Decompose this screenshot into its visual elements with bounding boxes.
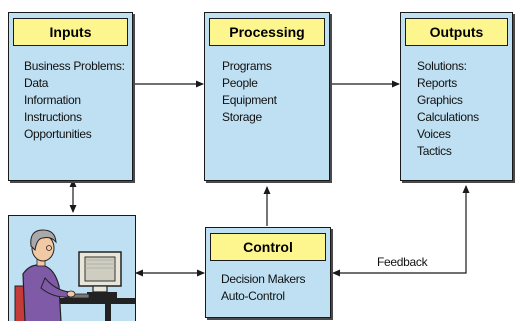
user-box [8,215,136,321]
control-item: Auto-Control [221,289,285,303]
inputs-item: Information [24,93,81,107]
outputs-item: Tactics [417,144,452,158]
processing-item: Programs [222,59,272,73]
arrow-feedback [332,185,470,277]
control-item: Decision Makers [221,272,306,286]
inputs-list: Business Problems: Data Information Inst… [24,58,125,143]
processing-title: Processing [209,18,325,46]
feedback-label: Feedback [377,255,428,269]
processing-item: Equipment [222,93,277,107]
processing-list: Programs People Equipment Storage [222,58,277,126]
person-at-computer-icon [14,229,135,321]
inputs-title: Inputs [13,18,128,46]
inputs-item: Business Problems: [24,59,125,73]
control-list: Decision Makers Auto-Control [221,271,306,305]
outputs-item: Calculations [417,110,479,124]
outputs-item: Solutions: [417,59,467,73]
control-title: Control [210,233,326,261]
outputs-item: Voices [417,127,451,141]
processing-item: Storage [222,110,262,124]
inputs-item: Data [24,76,49,90]
outputs-item: Reports [417,76,457,90]
outputs-title: Outputs [405,18,508,46]
outputs-list: Solutions: Reports Graphics Calculations… [417,58,479,160]
inputs-item: Instructions [24,110,82,124]
processing-item: People [222,76,258,90]
inputs-item: Opportunities [24,127,92,141]
outputs-item: Graphics [417,93,463,107]
